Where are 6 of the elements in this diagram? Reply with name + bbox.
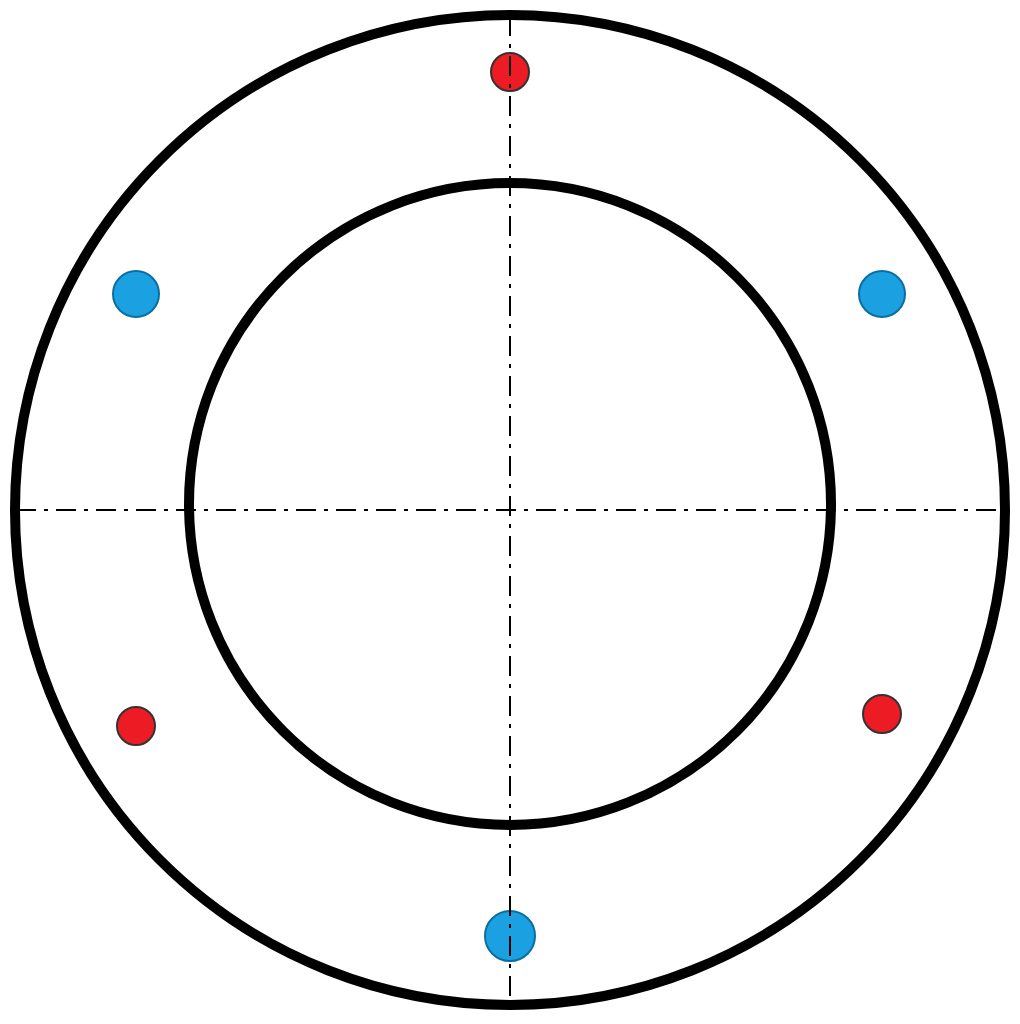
bolt-hole <box>858 270 906 318</box>
bolt-hole <box>490 52 530 92</box>
bolt-hole <box>116 706 156 746</box>
bolt-hole <box>862 694 902 734</box>
bolt-hole <box>484 910 536 962</box>
bolt-hole <box>112 270 160 318</box>
